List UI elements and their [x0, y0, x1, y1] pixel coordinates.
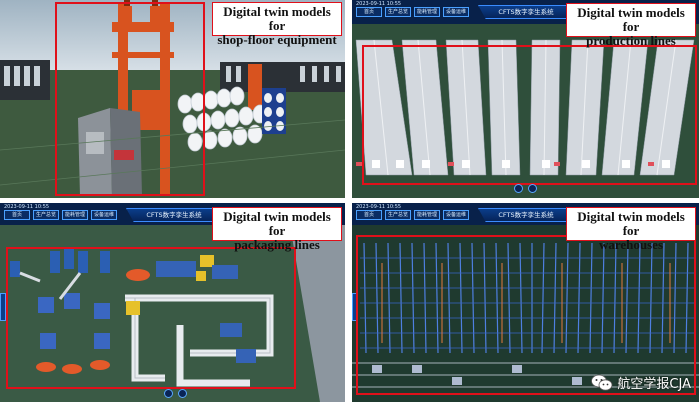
- panel-packaging-lines: 2023-09-11 10:55 首页 生产总览 能耗管理 设备运维 CFTS数…: [0, 203, 345, 402]
- nav-button-home[interactable]: 首页: [356, 210, 382, 220]
- hud-title: CFTS数字孪生系统: [478, 5, 574, 19]
- view-control-left[interactable]: [514, 184, 523, 193]
- hud-bar: 2023-09-11 10:55 首页 生产总览 能耗管理 设备运维 CFTS数…: [352, 0, 699, 22]
- wechat-icon: [591, 374, 613, 391]
- hud-date: 2023-09-11 10:55: [4, 204, 50, 210]
- callout-line-1: Digital twin models for: [577, 209, 685, 238]
- nav-button-energy[interactable]: 能耗管理: [414, 210, 440, 220]
- callout-label: Digital twin models for warehouses: [566, 207, 696, 252]
- highlight-frame: [362, 45, 697, 185]
- nav-button-energy[interactable]: 能耗管理: [414, 7, 440, 17]
- callout-line-1: Digital twin models for: [577, 5, 685, 34]
- callout-label: Digital twin models for packaging lines: [212, 207, 342, 252]
- callout-line-1: Digital twin models for: [223, 4, 331, 33]
- nav-button-maintenance[interactable]: 设备运维: [443, 210, 469, 220]
- highlight-frame: [55, 2, 205, 196]
- hud-date: 2023-09-11 10:55: [356, 204, 402, 210]
- hud-title: CFTS数字孪生系统: [126, 208, 222, 222]
- nav-button-overview[interactable]: 生产总览: [33, 210, 59, 220]
- nav-button-overview[interactable]: 生产总览: [385, 7, 411, 17]
- view-control-left[interactable]: [164, 389, 173, 398]
- hud-bar: 2023-09-11 10:55 首页 生产总览 能耗管理 设备运维 CFTS数…: [352, 203, 699, 225]
- nav-button-home[interactable]: 首页: [4, 210, 30, 220]
- nav-button-maintenance[interactable]: 设备运维: [443, 7, 469, 17]
- panel-warehouses: 2023-09-11 10:55 首页 生产总览 能耗管理 设备运维 CFTS数…: [352, 203, 699, 402]
- highlight-frame: [6, 247, 296, 389]
- panel-shop-floor-equipment: Digital twin models for shop-floor equip…: [0, 0, 345, 198]
- highlight-frame: [356, 235, 696, 395]
- callout-line-2: shop-floor equipment: [217, 32, 337, 47]
- view-control-right[interactable]: [178, 389, 187, 398]
- production-lines-scene: [352, 0, 699, 198]
- panel-production-lines: 2023-09-11 10:55 首页 生产总览 能耗管理 设备运维 CFTS数…: [352, 0, 699, 198]
- callout-line-2: packaging lines: [234, 237, 320, 252]
- hud-title: CFTS数字孪生系统: [478, 208, 574, 222]
- watermark-text: 航空学报CJA: [617, 377, 691, 392]
- nav-button-home[interactable]: 首页: [356, 7, 382, 17]
- hud-bar: 2023-09-11 10:55 首页 生产总览 能耗管理 设备运维 CFTS数…: [0, 203, 345, 225]
- callout-label: Digital twin models for production lines: [566, 3, 696, 48]
- hud-date: 2023-09-11 10:55: [356, 1, 402, 7]
- watermark: 航空学报CJA: [591, 373, 691, 392]
- callout-line-1: Digital twin models for: [223, 209, 331, 238]
- nav-button-energy[interactable]: 能耗管理: [62, 210, 88, 220]
- callout-line-2: warehouses: [598, 237, 664, 252]
- nav-button-overview[interactable]: 生产总览: [385, 210, 411, 220]
- callout-line-2: production lines: [586, 33, 676, 48]
- callout-label: Digital twin models for shop-floor equip…: [212, 2, 342, 47]
- side-panel-toggle[interactable]: [0, 293, 6, 321]
- nav-button-maintenance[interactable]: 设备运维: [91, 210, 117, 220]
- view-control-right[interactable]: [528, 184, 537, 193]
